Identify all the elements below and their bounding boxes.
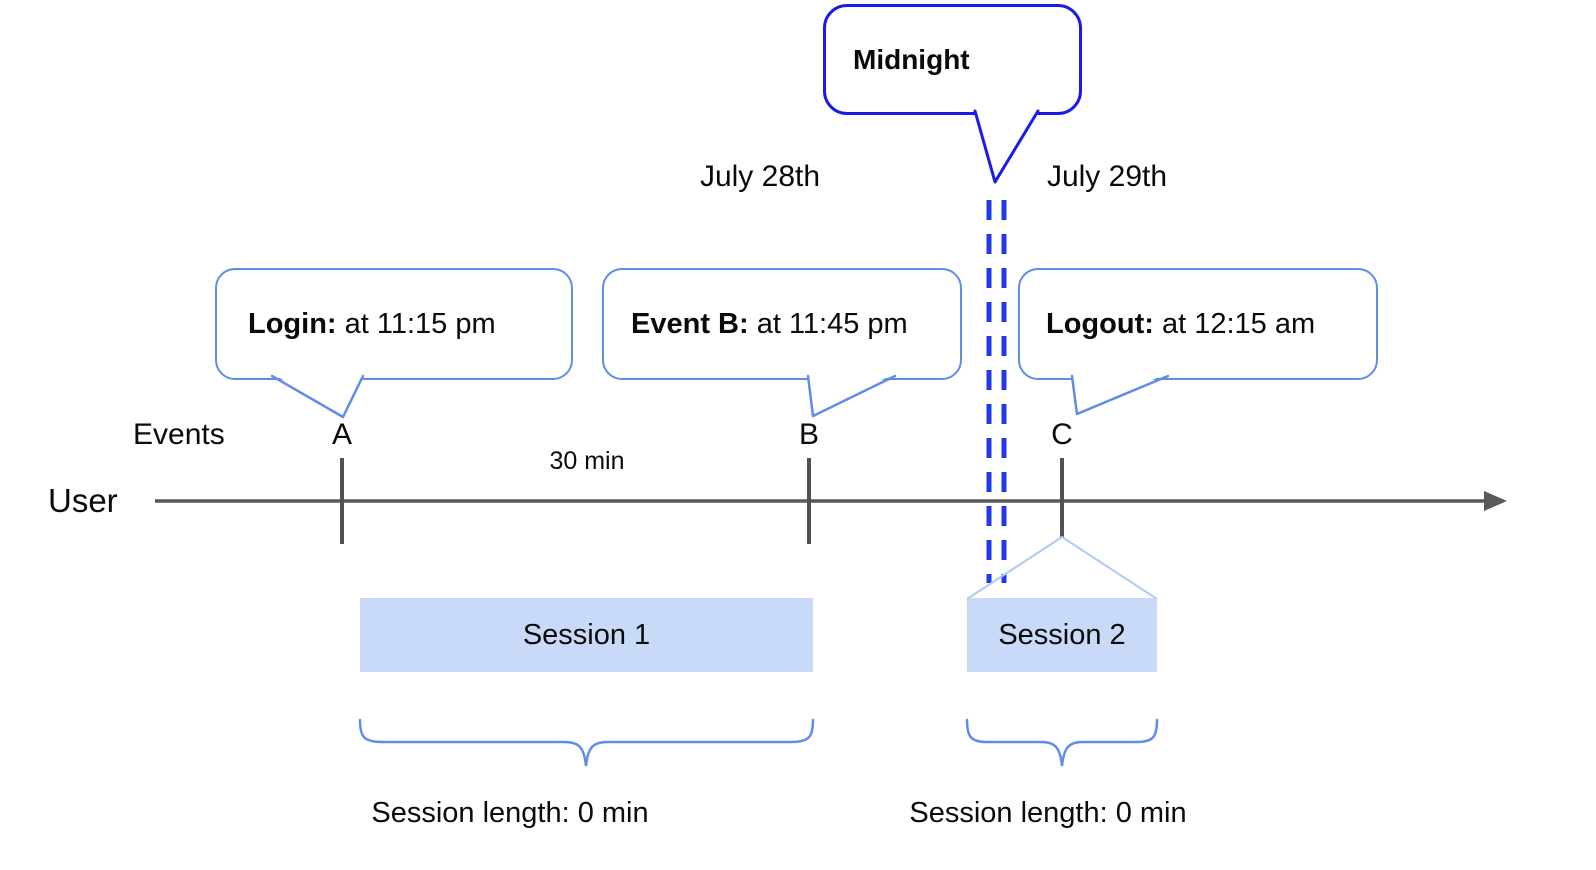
date-label-july-29: July 29th [1046,160,1168,193]
midnight-bubble: Midnight [823,4,1082,115]
login-bubble: Login: at 11:15 pm [215,268,573,380]
session-2-length-label: Session length: 0 min [909,797,1187,829]
marker-b-label: B [798,418,819,451]
logout-bubble-text: Logout: at 12:15 am [1046,308,1315,341]
logout-bubble-detail: at 12:15 am [1153,307,1316,340]
session-1-brace [358,718,815,767]
session-2-label: Session 2 [998,618,1126,651]
interval-30min-label: 30 min [549,447,625,475]
login-bubble-title: Login: [248,307,337,340]
event-b-bubble-text: Event B: at 11:45 pm [631,308,908,341]
marker-c-label: C [1051,418,1073,451]
event-ticks [340,458,1064,544]
session-2-bar: Session 2 [967,598,1157,672]
event-b-bubble-title: Event B: [631,307,749,340]
session-1-length-label: Session length: 0 min [371,797,649,829]
user-axis-label: User [48,482,118,519]
session-1-bar: Session 1 [360,598,813,672]
user-timeline-arrow [155,491,1507,511]
event-b-bubble-detail: at 11:45 pm [748,307,908,340]
date-label-july-28: July 28th [699,160,821,193]
logout-bubble: Logout: at 12:15 am [1018,268,1378,380]
midnight-dashed-lines [986,200,1007,583]
midnight-label: Midnight [853,43,970,75]
marker-a-label: A [331,418,352,451]
login-bubble-detail: at 11:15 pm [336,307,496,340]
session-1-label: Session 1 [522,618,651,651]
event-b-bubble: Event B: at 11:45 pm [602,268,962,380]
login-bubble-text: Login: at 11:15 pm [248,308,496,341]
logout-bubble-title: Logout: [1046,307,1154,340]
events-axis-label: Events [133,418,225,451]
session-2-brace [965,718,1159,767]
session-2-projection [966,535,1158,600]
